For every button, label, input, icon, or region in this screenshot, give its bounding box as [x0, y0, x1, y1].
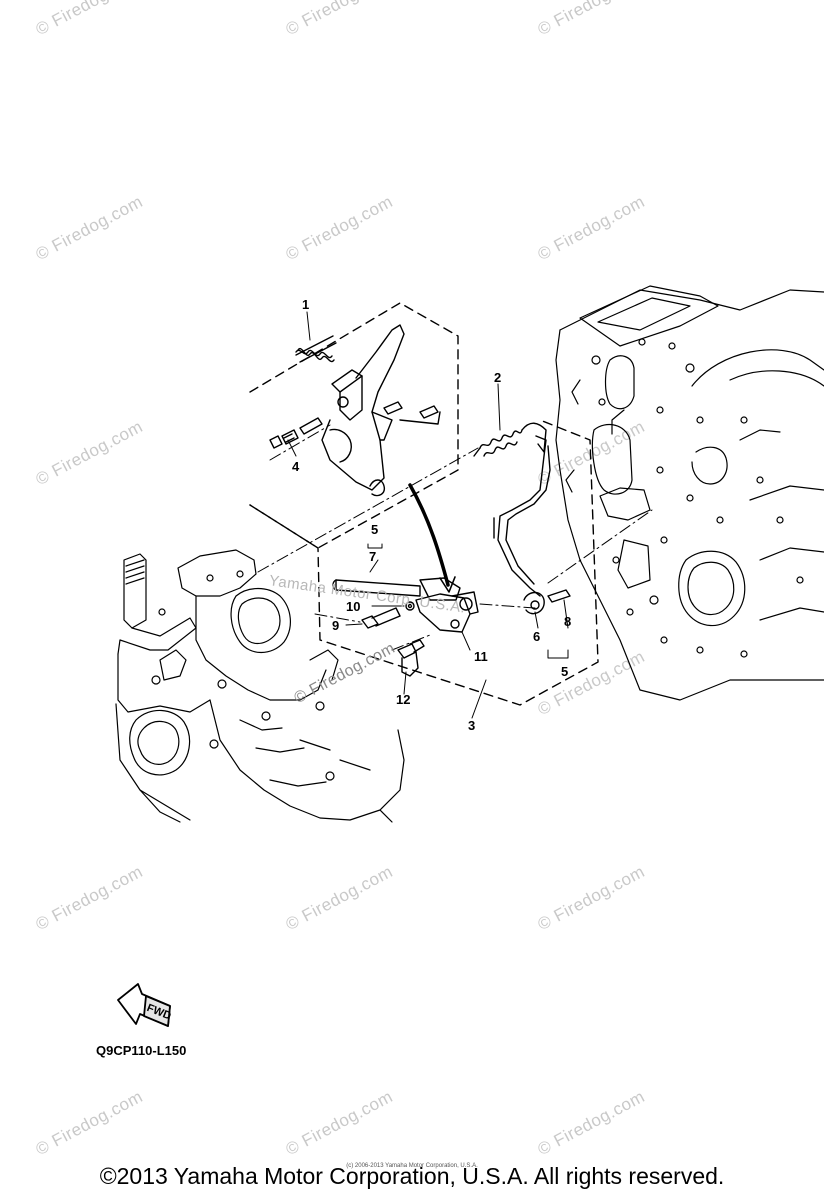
part-4-screw: [269, 429, 299, 449]
callout-12: 12: [396, 692, 411, 707]
callout-3: 3: [468, 718, 476, 733]
callout-5: 5: [371, 522, 379, 537]
part-7-shaft: [332, 579, 421, 597]
callout-11: 11: [474, 649, 488, 664]
callout-2: 2: [494, 370, 502, 385]
small-pins: [299, 401, 441, 435]
part-2-spring: [473, 422, 547, 457]
part-9-bolt: [361, 607, 401, 629]
alignment-line: [314, 613, 361, 623]
alignment-line: [479, 603, 536, 609]
callout-6: 6: [533, 629, 541, 644]
engine-housing-left: [115, 549, 405, 823]
shift-lever-upper: [321, 324, 405, 497]
callout-leaders: [287, 311, 569, 719]
part-1-spring: [295, 335, 337, 363]
alignment-line: [547, 509, 653, 584]
alignment-line: [391, 634, 431, 651]
part-10-washer: [405, 601, 415, 611]
callout-7: 7: [369, 549, 377, 564]
part-12-bolt: [397, 639, 425, 677]
copyright-footer: ©2013 Yamaha Motor Corporation, U.S.A. A…: [99, 1163, 725, 1189]
diagram-code: Q9CP110-L150: [96, 1043, 187, 1058]
assembly-boundary-upper: [249, 302, 459, 549]
engine-block-right: [555, 285, 824, 701]
alignment-line: [257, 447, 479, 573]
shift-arm-lower: [493, 435, 571, 615]
callout-8: 8: [564, 614, 572, 629]
part-11-bracket: [415, 577, 479, 633]
forward-arrow-icon: FWD: [117, 983, 173, 1027]
callout-9: 9: [332, 618, 340, 633]
callout-5-lower: 5: [561, 664, 569, 679]
callout-1: 1: [302, 297, 310, 312]
alignment-line: [269, 424, 331, 461]
tiny-copyright: (c) 2006-2013 Yamaha Motor Corporation, …: [346, 1163, 478, 1169]
callout-10: 10: [346, 599, 361, 614]
motion-arrow: [408, 483, 450, 587]
assembly-boundary-lower: [249, 419, 599, 706]
callout-4: 4: [292, 459, 300, 474]
